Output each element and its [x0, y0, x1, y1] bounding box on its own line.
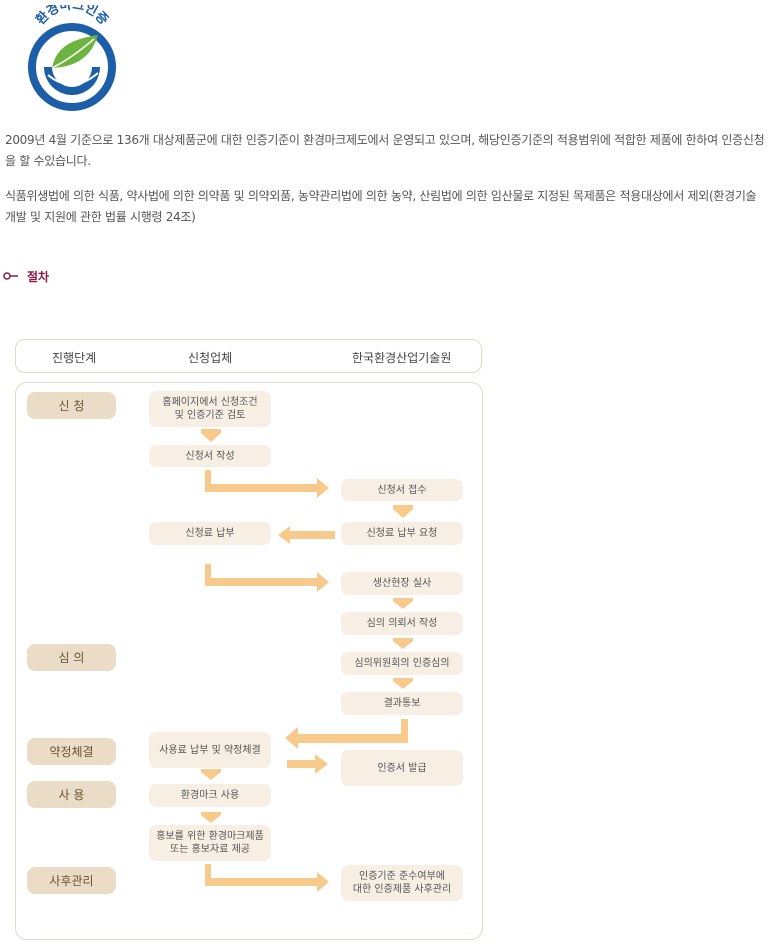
arrow-down-icon: [393, 505, 413, 518]
arrow-right-bent-icon: [205, 470, 329, 498]
arrow-left-icon: [278, 526, 335, 544]
step-issue-certificate: 인증서 발급: [341, 750, 463, 786]
arrow-right-bent-icon: [205, 864, 329, 892]
arrow-left-bent-icon: [285, 719, 408, 749]
stage-apply: 신 청: [27, 392, 116, 419]
arrow-down-icon: [201, 429, 221, 442]
eco-label-logo: 환경마크인증: [28, 5, 116, 111]
step-review-request: 심의 의뢰서 작성: [341, 612, 463, 635]
step-post-management: 인증기준 준수여부에 대한 인증제품 사후관리: [341, 865, 463, 901]
arrow-down-icon: [201, 769, 221, 780]
step-request-fee: 신청료 납부 요청: [341, 522, 463, 545]
arrow-right-icon: [287, 754, 328, 774]
step-pay-fee: 신청료 납부: [149, 522, 271, 545]
step-use-mark: 환경마크 사용: [149, 784, 271, 807]
arrow-down-icon: [393, 678, 413, 689]
arrow-down-icon: [201, 812, 221, 823]
step-review-conditions: 홈페이지에서 신청조건 및 인증기준 검토: [149, 391, 271, 427]
step-site-inspection: 생산현장 실사: [341, 572, 463, 595]
header-institute: 한국환경산업기술원: [352, 351, 452, 365]
step-receive-application: 신청서 접수: [341, 479, 463, 501]
intro-paragraph-2: 식품위생법에 의한 식품, 약사법에 의한 의약품 및 의약외품, 농약관리법에…: [5, 189, 757, 224]
header-stage: 진행단계: [52, 351, 97, 365]
stage-review: 심 의: [27, 644, 116, 671]
step-write-application: 신청서 작성: [149, 445, 271, 467]
step-pay-usage-contract: 사용료 납부 및 약정체결: [149, 732, 271, 768]
arrow-down-icon: [393, 598, 413, 609]
stage-use: 사 용: [27, 781, 116, 808]
intro-paragraph-1: 2009년 4월 기준으로 136개 대상제품군에 대한 인증기준이 환경마크제…: [5, 133, 765, 168]
step-promotion: 홍보를 위한 환경마크제품 또는 홍보자료 제공: [149, 825, 271, 861]
arrow-right-bent-icon: [205, 564, 329, 592]
step-result-notice: 결과통보: [341, 692, 463, 715]
stage-contract: 약정체결: [27, 738, 116, 765]
section-heading: 절차: [3, 268, 49, 284]
header-applicant: 신청업체: [188, 351, 233, 365]
step-committee-review: 심의위원회의 인증심의: [341, 652, 463, 675]
section-title: 절차: [27, 269, 50, 284]
stage-post: 사후관리: [27, 867, 116, 894]
key-bullet-icon: [3, 272, 18, 280]
arrow-down-icon: [393, 638, 413, 649]
flow-header: 진행단계 신청업체 한국환경산업기술원: [15, 339, 482, 373]
